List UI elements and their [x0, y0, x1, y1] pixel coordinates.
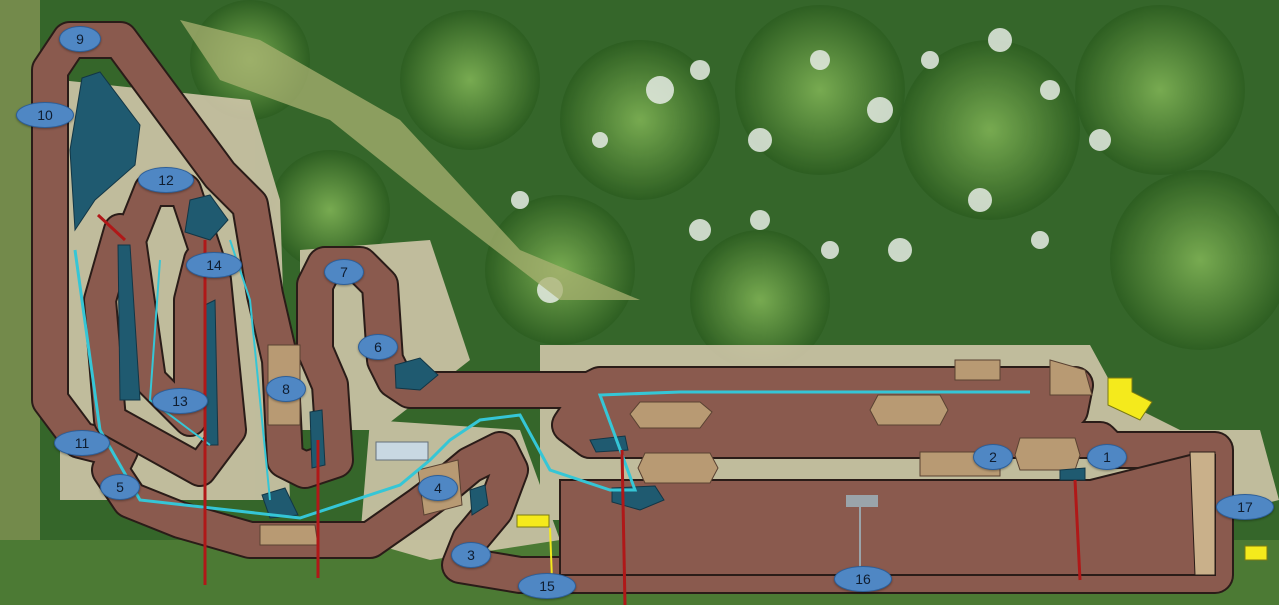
tree-canopy — [190, 0, 1279, 370]
marker-8: 8 — [266, 376, 306, 402]
marker-7: 7 — [324, 259, 364, 285]
marker-15: 15 — [518, 573, 576, 599]
blossom-patches — [511, 28, 1111, 303]
power-lines — [96, 213, 1082, 605]
start-gate — [1189, 451, 1216, 576]
marker-2: 2 — [973, 444, 1013, 470]
marker-5: 5 — [100, 474, 140, 500]
marker-1: 1 — [1087, 444, 1127, 470]
marker-13: 13 — [152, 388, 208, 414]
marker-4: 4 — [418, 475, 458, 501]
marker-12: 12 — [138, 167, 194, 193]
marker-6: 6 — [358, 334, 398, 360]
marker-9: 9 — [59, 26, 101, 52]
marker-11: 11 — [54, 430, 110, 456]
water-line-branch — [148, 259, 211, 446]
marker-14: 14 — [186, 252, 242, 278]
jumps — [259, 344, 1093, 546]
buildings — [375, 377, 1268, 561]
grass-edge — [0, 0, 40, 605]
marker-3: 3 — [451, 542, 491, 568]
marker-17: 17 — [1216, 494, 1274, 520]
marker-16: 16 — [834, 566, 892, 592]
grass-strip — [180, 20, 640, 300]
marker-10: 10 — [16, 102, 74, 128]
water-line — [73, 249, 1030, 520]
ponds — [69, 71, 1086, 519]
posts — [549, 495, 878, 581]
